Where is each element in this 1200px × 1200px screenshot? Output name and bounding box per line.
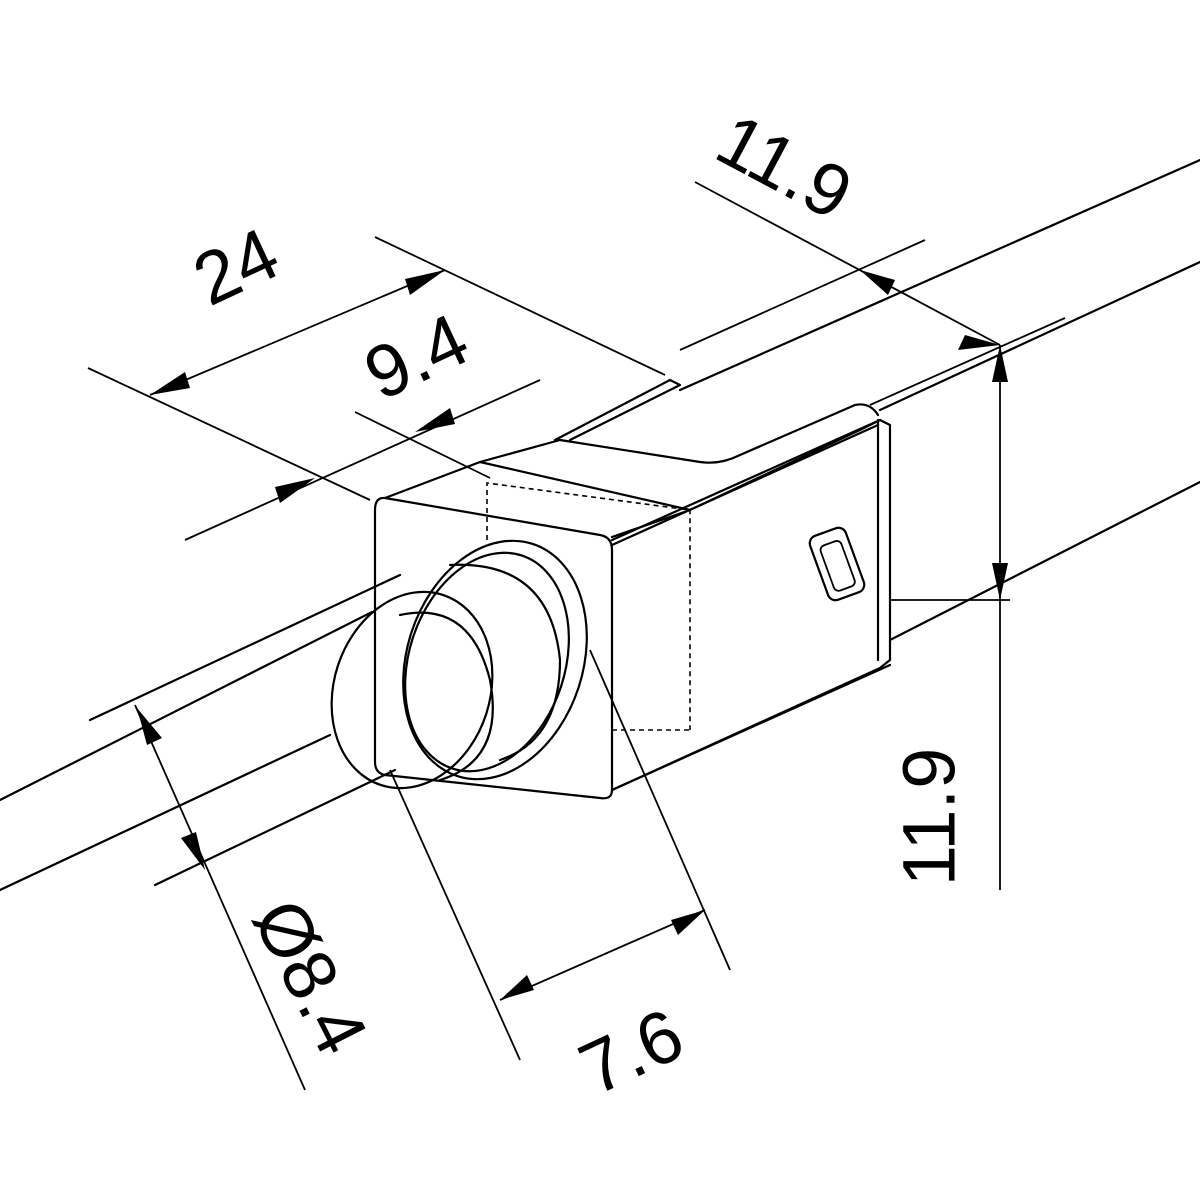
dimension-label-height: 11.9 bbox=[887, 747, 971, 887]
dimension-lines bbox=[87, 181, 1066, 1091]
rail-lines bbox=[610, 158, 1200, 792]
dimension-arrows bbox=[137, 270, 1008, 1000]
collar-rings bbox=[330, 539, 588, 790]
connector-body bbox=[553, 378, 892, 792]
cable-outline bbox=[0, 573, 402, 892]
